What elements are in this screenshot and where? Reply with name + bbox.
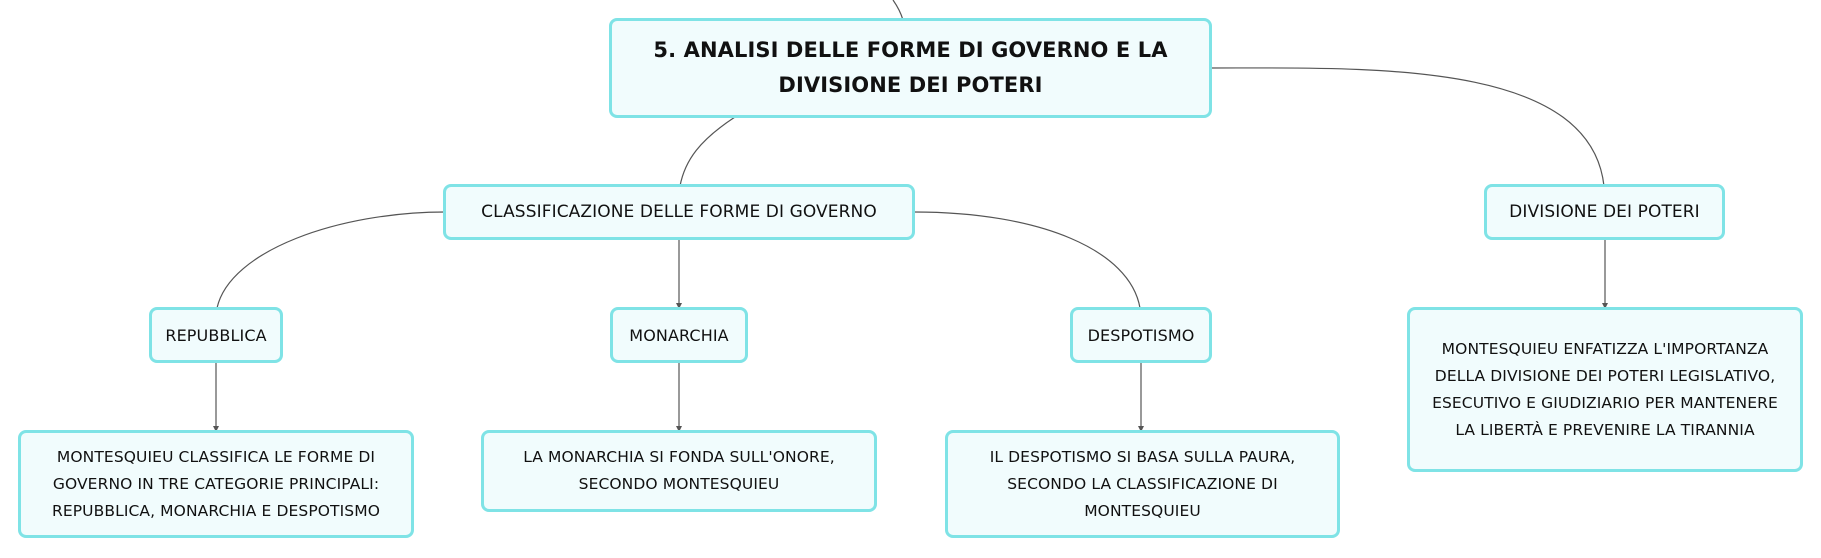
node-classificazione[interactable]: CLASSIFICAZIONE DELLE FORME DI GOVERNO — [443, 184, 915, 240]
connector-parent-root — [892, 0, 904, 21]
node-repubblica-detail-text: MONTESQUIEU CLASSIFICA LE FORME DI GOVER… — [51, 447, 381, 520]
connector-classificazione-repubblica — [216, 211, 446, 309]
connector-classificazione-despotismo — [913, 211, 1141, 309]
node-monarchia-detail-text: LA MONARCHIA SI FONDA SULL'ONORE, SECOND… — [523, 448, 835, 493]
node-divisione[interactable]: DIVISIONE DEI POTERI — [1484, 184, 1725, 240]
root-node[interactable]: 5. ANALISI DELLE FORME DI GOVERNO E LA D… — [609, 18, 1212, 118]
arrow-monarchia-detail — [676, 426, 682, 432]
node-classificazione-label: CLASSIFICAZIONE DELLE FORME DI GOVERNO — [481, 201, 877, 222]
node-repubblica[interactable]: REPUBBLICA — [149, 307, 283, 363]
arrow-divisione-detail — [1602, 303, 1608, 309]
node-repubblica-detail[interactable]: MONTESQUIEU CLASSIFICA LE FORME DI GOVER… — [18, 430, 414, 538]
node-despotismo-detail-text: IL DESPOTISMO SI BASA SULLA PAURA, SECON… — [989, 447, 1296, 520]
arrow-despotismo-detail — [1138, 426, 1144, 432]
node-divisione-detail-text: MONTESQUIEU ENFATIZZA L'IMPORTANZA DELLA… — [1432, 339, 1778, 439]
node-despotismo-label: DESPOTISMO — [1087, 325, 1195, 345]
node-monarchia-label: MONARCHIA — [629, 325, 729, 345]
node-divisione-detail[interactable]: MONTESQUIEU ENFATIZZA L'IMPORTANZA DELLA… — [1407, 307, 1803, 472]
node-despotismo-detail[interactable]: IL DESPOTISMO SI BASA SULLA PAURA, SECON… — [945, 430, 1340, 538]
node-monarchia[interactable]: MONARCHIA — [610, 307, 748, 363]
node-repubblica-label: REPUBBLICA — [165, 325, 267, 345]
connector-root-divisione — [1210, 67, 1605, 187]
connector-root-classificazione — [679, 116, 736, 187]
root-node-label: 5. ANALISI DELLE FORME DI GOVERNO E LA D… — [653, 38, 1168, 97]
node-despotismo[interactable]: DESPOTISMO — [1070, 307, 1212, 363]
node-monarchia-detail[interactable]: LA MONARCHIA SI FONDA SULL'ONORE, SECOND… — [481, 430, 877, 512]
arrow-repubblica-detail — [213, 426, 219, 432]
node-divisione-label: DIVISIONE DEI POTERI — [1509, 201, 1700, 222]
arrow-monarchia — [676, 303, 682, 309]
